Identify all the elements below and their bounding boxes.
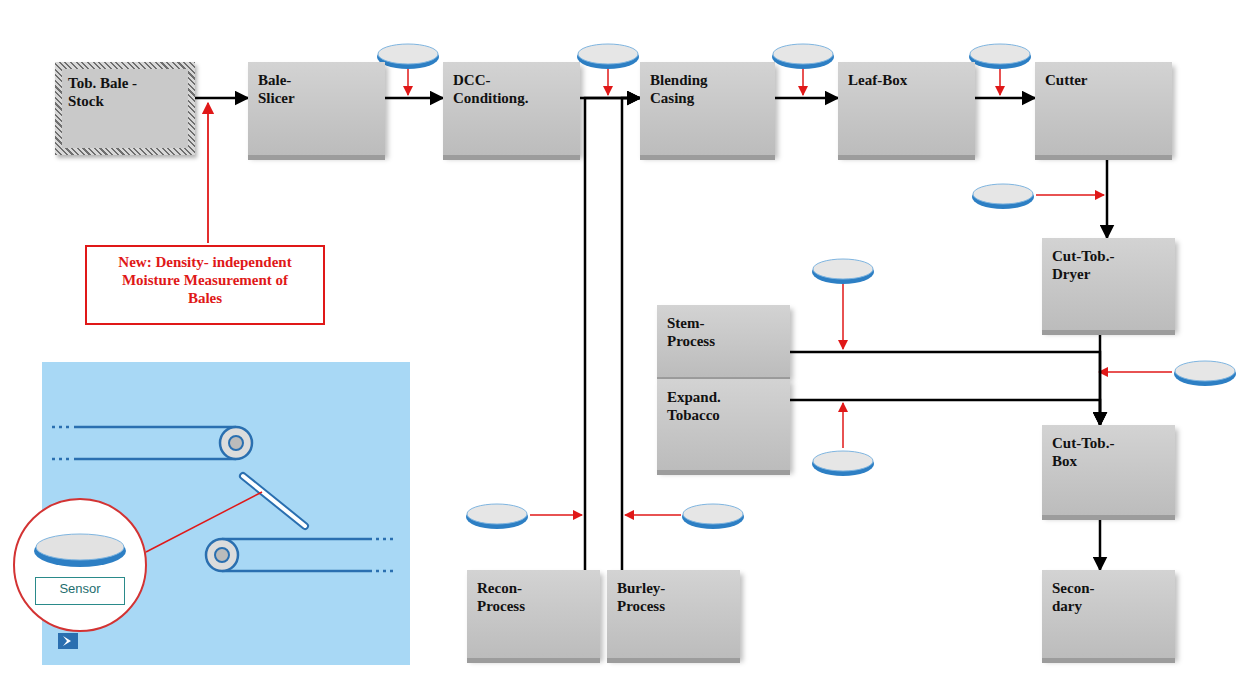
flow-arrow [775, 97, 838, 100]
process-box: Stem- Process [657, 305, 790, 377]
flow-arrow [585, 98, 640, 570]
flow-arrow [1106, 160, 1109, 238]
process-box: Cutter [1035, 62, 1172, 155]
node-text: New: Density- independent Moisture Measu… [115, 253, 295, 307]
note-box: New: Density- independent Moisture Measu… [85, 245, 325, 325]
node-text: Tob. Bale -Stock [68, 74, 153, 110]
node-text: Cutter [1045, 71, 1087, 89]
flow-arrow [385, 97, 443, 100]
node-text: Leaf-Box [848, 71, 907, 89]
flow-arrow [975, 97, 1035, 100]
flow-arrow [1099, 520, 1102, 570]
process-box: Blending Casing [640, 62, 775, 155]
node-text: Bale- Slicer [258, 71, 323, 107]
process-box: Leaf-Box [838, 62, 975, 155]
node-text: Recon- Process [477, 579, 547, 615]
node-text: Secon- dary [1052, 579, 1112, 615]
stock-box: Tob. Bale -Stock [55, 62, 195, 155]
node-text: Sensor [59, 581, 100, 597]
sensor-label: Sensor [35, 577, 125, 605]
node-text: Expand. Tobacco [667, 388, 742, 424]
flow-arrow [790, 352, 1100, 425]
node-text: Cut-Tob.- Box [1052, 434, 1132, 470]
process-box: Secon- dary [1042, 570, 1175, 658]
process-box: Recon- Process [467, 570, 600, 658]
node-text: Blending Casing [650, 71, 730, 107]
node-text: Stem- Process [667, 314, 737, 350]
flow-arrow [622, 98, 640, 570]
node-text: Burley- Process [617, 579, 692, 615]
node-text: DCC- Conditiong. [453, 71, 548, 107]
process-box: DCC- Conditiong. [443, 62, 580, 155]
process-box: Cut-Tob.- Box [1042, 425, 1175, 515]
inset-illustration [14, 362, 410, 665]
node-text: Cut-Tob.- Dryer [1052, 247, 1132, 283]
process-box: Expand. Tobacco [657, 379, 790, 470]
sensor-icons [377, 44, 1236, 529]
process-box: Bale- Slicer [248, 62, 385, 155]
flow-arrow [790, 400, 1100, 425]
process-box: Burley- Process [607, 570, 740, 658]
flow-arrow [195, 97, 248, 100]
process-box: Cut-Tob.- Dryer [1042, 238, 1175, 330]
leader-line [207, 103, 209, 243]
